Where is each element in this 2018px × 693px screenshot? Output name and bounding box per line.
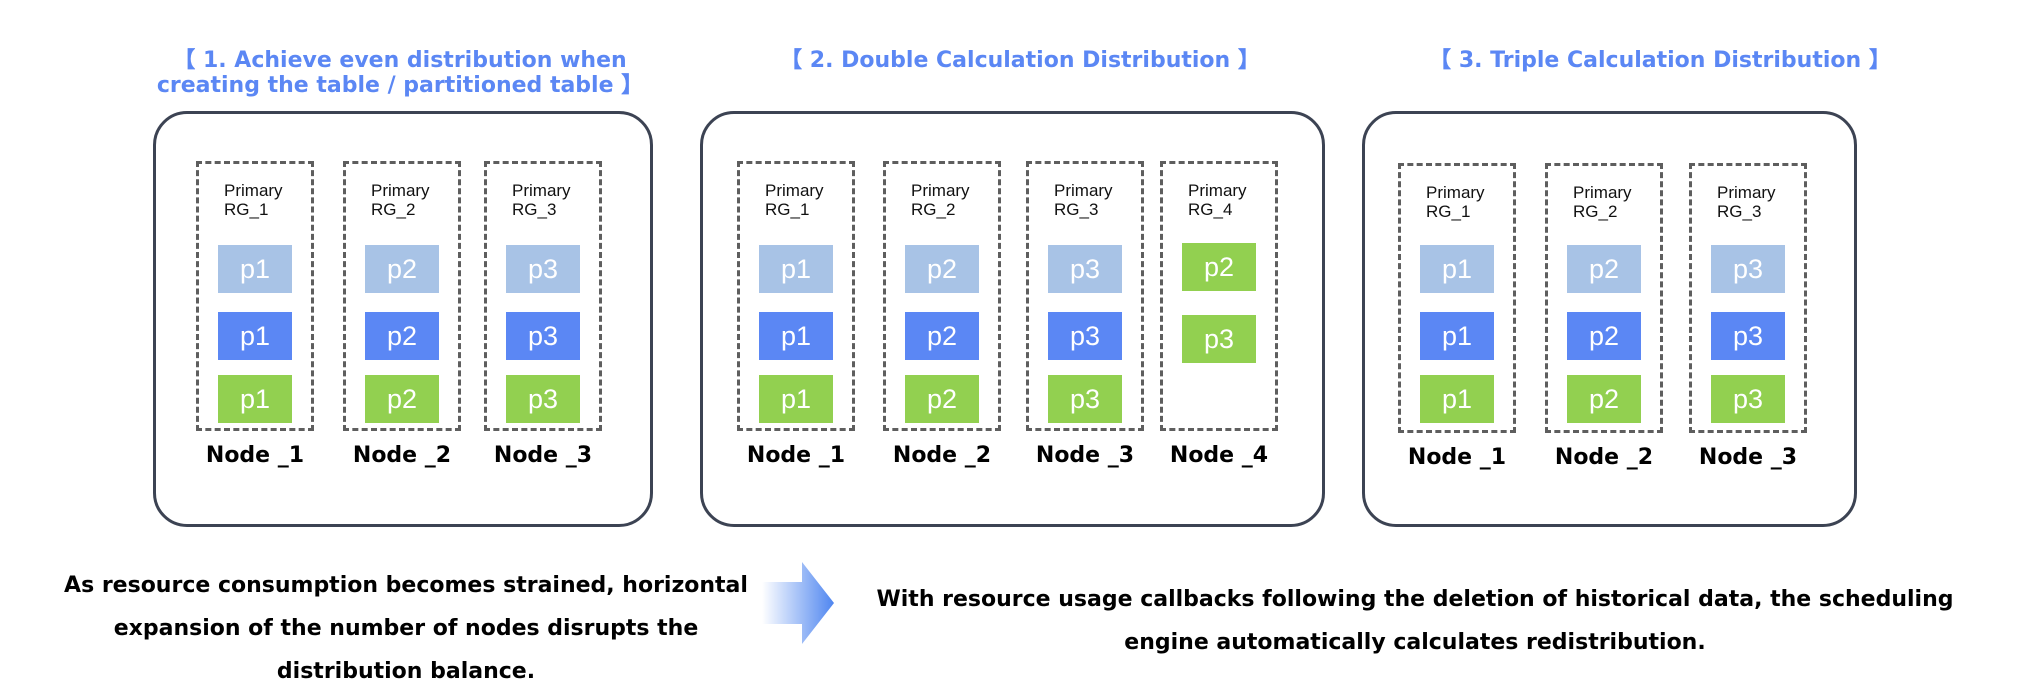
partition-chip: p1 [759, 375, 833, 423]
partition-chip: p2 [365, 312, 439, 360]
partition-chip: p1 [218, 312, 292, 360]
partition-chip: p1 [759, 245, 833, 293]
node-label: Node _2 [1554, 445, 1654, 470]
partition-chip: p3 [1711, 312, 1785, 360]
node-label: Node _1 [1407, 445, 1507, 470]
partition-chip: p3 [1048, 312, 1122, 360]
node-label: Node _1 [205, 443, 305, 468]
rg-label: Primary RG_4 [1188, 181, 1247, 219]
rg-label: Primary RG_1 [224, 181, 283, 219]
rg-label: Primary RG_1 [1426, 183, 1485, 221]
partition-chip: p1 [759, 312, 833, 360]
partition-chip: p2 [905, 375, 979, 423]
partition-chip: p2 [1567, 312, 1641, 360]
rg-label: Primary RG_3 [1054, 181, 1113, 219]
rg-label: Primary RG_2 [911, 181, 970, 219]
panel-2-title: 【 2. Double Calculation Distribution 】 [780, 48, 1260, 73]
right-caption: With resource usage callbacks following … [876, 587, 1954, 655]
partition-chip: p2 [365, 245, 439, 293]
rg-label: Primary RG_3 [1717, 183, 1776, 221]
partition-chip: p3 [1711, 245, 1785, 293]
rg-label: Primary RG_2 [1573, 183, 1632, 221]
partition-chip: p1 [1420, 312, 1494, 360]
partition-chip: p2 [1567, 375, 1641, 423]
node-label: Node _2 [352, 443, 452, 468]
node-label: Node _4 [1169, 443, 1269, 468]
node-label: Node _3 [1035, 443, 1135, 468]
partition-chip: p2 [365, 375, 439, 423]
partition-chip: p2 [1182, 243, 1256, 291]
partition-chip: p3 [1048, 245, 1122, 293]
partition-chip: p1 [1420, 375, 1494, 423]
partition-chip: p3 [506, 245, 580, 293]
rg-label: Primary RG_3 [512, 181, 571, 219]
partition-chip: p1 [218, 375, 292, 423]
partition-chip: p1 [218, 245, 292, 293]
partition-chip: p1 [1420, 245, 1494, 293]
partition-chip: p3 [506, 312, 580, 360]
partition-chip: p2 [905, 312, 979, 360]
panel-1-title: 【 1. Achieve even distribution when crea… [156, 48, 644, 98]
node-label: Node _3 [493, 443, 593, 468]
partition-chip: p2 [1567, 245, 1641, 293]
partition-chip: p3 [1711, 375, 1785, 423]
partition-chip: p3 [1182, 315, 1256, 363]
partition-chip: p3 [506, 375, 580, 423]
rg-label: Primary RG_1 [765, 181, 824, 219]
node-label: Node _1 [746, 443, 846, 468]
partition-chip: p3 [1048, 375, 1122, 423]
rg-label: Primary RG_2 [371, 181, 430, 219]
partition-chip: p2 [905, 245, 979, 293]
panel-3-title: 【 3. Triple Calculation Distribution 】 [1429, 48, 1891, 73]
node-box [1160, 161, 1278, 431]
left-caption: As resource consumption becomes strained… [64, 573, 748, 684]
node-label: Node _3 [1698, 445, 1798, 470]
arrow-right-icon [762, 562, 834, 644]
node-label: Node _2 [892, 443, 992, 468]
